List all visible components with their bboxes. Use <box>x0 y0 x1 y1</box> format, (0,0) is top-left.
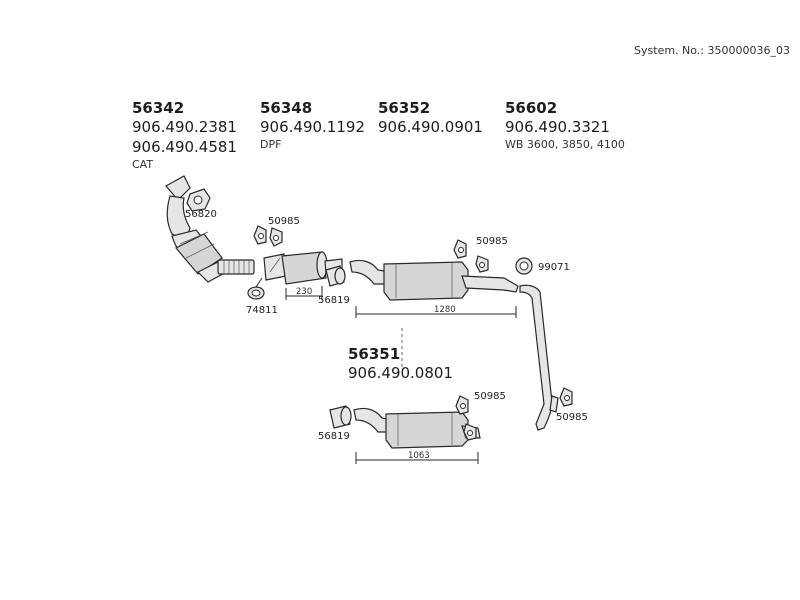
oe-code: 906.490.2381 <box>132 118 237 136</box>
clamp-74811: 74811 <box>246 277 278 316</box>
label-50985-a: 50985 <box>268 216 300 227</box>
oe-code: 906.490.0801 <box>348 364 453 382</box>
part-note: WB 3600, 3850, 4100 <box>505 138 625 151</box>
label-99071: 99071 <box>538 262 570 273</box>
header-group-dpf: 56348 906.490.1192 DPF <box>260 99 365 153</box>
label-56819-b: 56819 <box>318 431 350 442</box>
clamp-56819-b: 56819 <box>318 405 352 442</box>
oe-code: 906.490.0901 <box>378 118 483 136</box>
dimension-1280: 1280 <box>434 305 456 315</box>
label-50985-b: 50985 <box>476 236 508 247</box>
part-number: 56342 <box>132 99 185 117</box>
header-group-tailpipe: 56602 906.490.3321 WB 3600, 3850, 4100 <box>505 99 625 153</box>
oe-code: 906.490.3321 <box>505 118 610 136</box>
catalytic-converter <box>165 175 231 283</box>
header-group-middle: 56352 906.490.0901 <box>378 99 483 137</box>
part-number: 56351 <box>348 345 401 363</box>
label-56819-a: 56819 <box>318 295 350 306</box>
label-74811: 74811 <box>246 305 278 316</box>
part-number: 56348 <box>260 99 313 117</box>
system-number: System. No.: 350000036_03 <box>634 44 790 57</box>
label-50985-c: 50985 <box>556 412 588 423</box>
header-group-cat: 56342 906.490.2381 906.490.4581 CAT <box>132 99 237 173</box>
middle-muffler: 1280 <box>349 259 519 318</box>
hanger-50985-c: 50985 <box>556 387 588 423</box>
alt-middle-muffler: 1063 <box>353 407 481 464</box>
hanger-50985-a: 50985 <box>253 216 300 247</box>
alt-group-middle: 56351 906.490.0801 <box>348 345 453 383</box>
part-number: 56602 <box>505 99 558 117</box>
hanger-50985-d: 50985 <box>455 391 506 441</box>
hanger-50985-b: 50985 <box>453 236 508 273</box>
part-note: DPF <box>260 138 282 151</box>
gasket-56820: 56820 <box>185 188 217 220</box>
tail-pipe <box>519 284 559 431</box>
oe-code: 906.490.1192 <box>260 118 365 136</box>
dimension-230: 230 <box>296 287 312 297</box>
dimension-1063: 1063 <box>408 451 430 461</box>
part-note: CAT <box>132 158 154 171</box>
clamp-99071: 99071 <box>515 257 570 275</box>
oe-code: 906.490.4581 <box>132 138 237 156</box>
flex-pipe <box>217 259 255 275</box>
clamp-56819-a: 56819 <box>318 265 350 306</box>
part-number: 56352 <box>378 99 431 117</box>
label-50985-d: 50985 <box>474 391 506 402</box>
label-56820: 56820 <box>185 209 217 220</box>
